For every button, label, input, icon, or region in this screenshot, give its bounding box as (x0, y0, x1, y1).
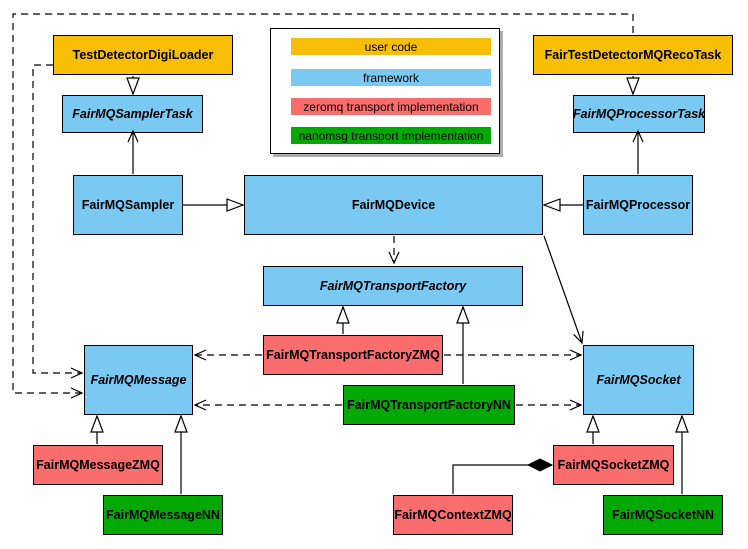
node-label: FairMQProcessorTask (572, 107, 706, 121)
legend-label-user-code: user code (364, 39, 418, 54)
node-FairMQTransportFactoryZMQ: FairMQTransportFactoryZMQ (263, 335, 443, 375)
node-FairMQSamplerTask: FairMQSamplerTask (62, 95, 203, 133)
node-label: FairMQSocketZMQ (557, 458, 670, 472)
node-label: FairTestDetectorMQRecoTask (544, 48, 722, 62)
node-FairTestDetectorMQRecoTask: FairTestDetectorMQRecoTask (533, 35, 733, 75)
legend-label-nanomsg: nanomsg transport implementation (298, 128, 484, 143)
node-label: FairMQSamplerTask (72, 107, 193, 121)
legend-item-zeromq: zeromq transport implementation (291, 98, 491, 115)
node-FairMQMessage: FairMQMessage (84, 345, 193, 415)
node-FairMQTransportFactoryNN: FairMQTransportFactoryNN (343, 385, 515, 425)
node-label: FairMQSocketNN (611, 508, 715, 522)
edge-contextzmq-composed-in-socketzmq (452, 465, 552, 494)
node-label: FairMQMessage (90, 373, 187, 387)
node-FairMQMessageZMQ: FairMQMessageZMQ (33, 445, 163, 485)
legend-item-user-code: user code (291, 38, 491, 55)
legend-item-nanomsg: nanomsg transport implementation (291, 127, 491, 144)
node-FairMQProcessorTask: FairMQProcessorTask (573, 95, 705, 133)
legend-label-framework: framework (362, 70, 419, 85)
node-label: FairMQProcessor (585, 198, 691, 212)
node-label: FairMQContextZMQ (394, 508, 512, 522)
edge-device-uses-socket (543, 235, 584, 345)
node-FairMQContextZMQ: FairMQContextZMQ (393, 495, 513, 535)
node-FairMQSampler: FairMQSampler (73, 175, 183, 235)
node-label: FairMQTransportFactoryNN (347, 398, 511, 412)
node-label: FairMQMessageNN (106, 508, 220, 522)
legend: user code framework zeromq transport imp… (270, 28, 500, 154)
node-label: TestDetectorDigiLoader (72, 48, 214, 62)
node-label: FairMQDevice (351, 198, 436, 212)
legend-item-framework: framework (291, 69, 491, 86)
node-FairMQTransportFactory: FairMQTransportFactory (263, 266, 523, 306)
node-label: FairMQTransportFactoryZMQ (266, 348, 440, 362)
node-label: FairMQSocket (596, 373, 681, 387)
node-FairMQSocketNN: FairMQSocketNN (603, 495, 723, 535)
node-FairMQProcessor: FairMQProcessor (583, 175, 693, 235)
node-FairMQDevice: FairMQDevice (244, 175, 543, 235)
node-FairMQMessageNN: FairMQMessageNN (103, 495, 223, 535)
node-FairMQSocket: FairMQSocket (583, 345, 694, 415)
legend-label-zeromq: zeromq transport implementation (303, 99, 479, 114)
node-TestDetectorDigiLoader: TestDetectorDigiLoader (53, 35, 233, 75)
node-label: FairMQTransportFactory (319, 279, 467, 293)
node-label: FairMQSampler (81, 198, 175, 212)
node-FairMQSocketZMQ: FairMQSocketZMQ (553, 445, 674, 485)
node-label: FairMQMessageZMQ (36, 458, 160, 472)
